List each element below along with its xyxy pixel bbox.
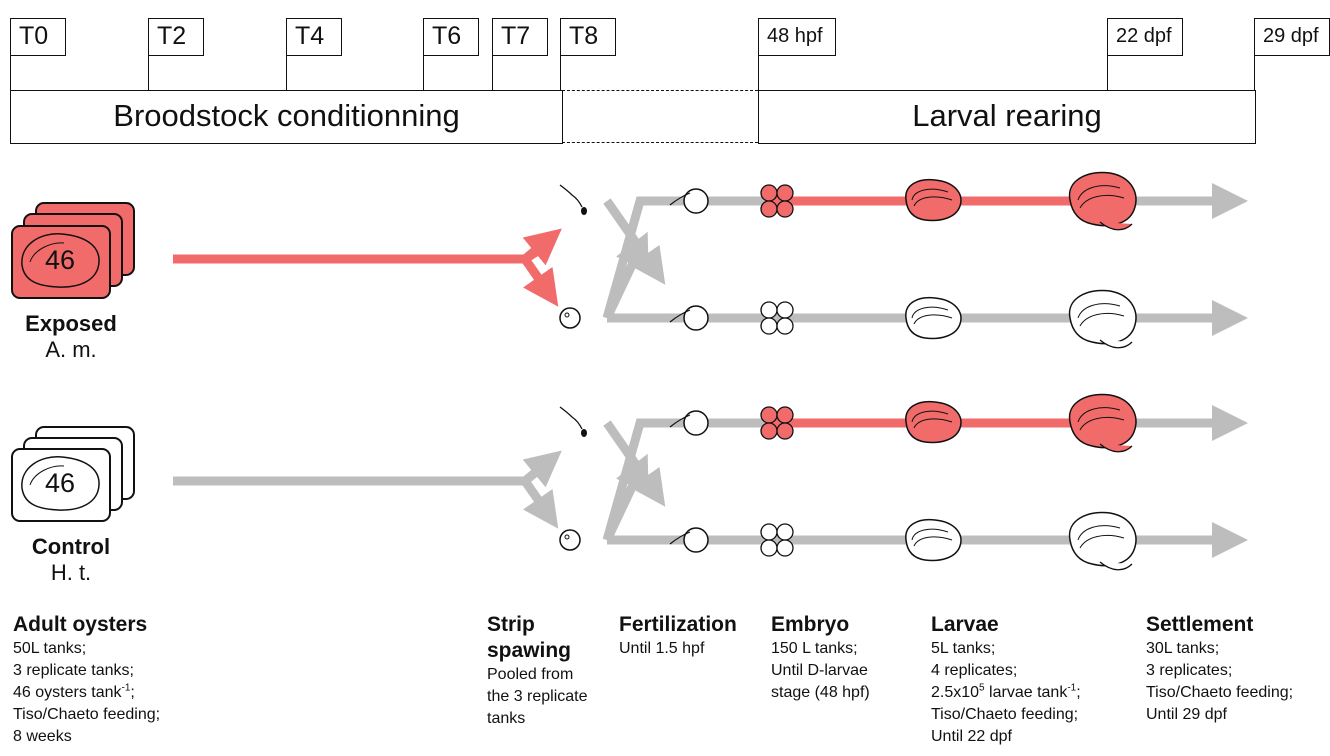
fertilized-egg-icon [669,410,709,436]
tick-29dpf [1254,56,1255,90]
embryo-icon-red [760,406,794,440]
phase-gap-bottom [562,142,758,143]
fertilized-egg-icon [669,188,709,214]
stage-title: Larvae [931,613,999,636]
stage-adult-oysters: Adult oysters 50L tanks; 3 replicate tan… [13,612,253,748]
embryo-icon-red [760,184,794,218]
pediveliger-icon-white [1068,289,1137,349]
tick-t7 [492,56,493,90]
stage-title: Settlement [1146,613,1254,636]
stage-title: Adult oysters [13,613,148,636]
phase-broodstock: Broodstock conditionning [10,90,563,144]
control-group-label: Control H. t. [0,534,142,586]
stage-embryo: Embryo 150 L tanks; Until D-larvae stage… [771,612,921,704]
control-tank-count: 46 [45,468,76,498]
stage-settlement: Settlement 30L tanks; 3 replicates; Tiso… [1146,612,1326,726]
exposed-flow-line [173,238,555,264]
timepoint-t6: T6 [423,18,479,56]
control-label: Control [31,534,111,559]
egg-icon [559,307,581,329]
larva-icon-white [905,518,962,562]
stage-line: Until 29 dpf [1146,706,1227,723]
stage-line: 8 weeks [13,728,72,745]
exposed-species: A. m. [45,337,97,362]
stage-title: Fertilization [619,613,737,636]
exposed-tanks-icon [11,202,135,299]
timepoint-t2: T2 [148,18,204,56]
embryo-icon-white [760,523,794,557]
flow-diagram [11,171,1248,571]
embryo-icon-white [760,301,794,335]
larva-icon-red [905,178,962,222]
timepoint-t0: T0 [10,18,66,56]
stage-line: 46 oysters tank-1; [13,682,135,701]
larva-icon-red [905,400,962,444]
stage-line: Tiso/Chaeto feeding; [931,706,1079,723]
tick-48hpf [758,56,759,90]
exposed-group-label: Exposed A. m. [0,311,142,363]
stage-fertilization: Fertilization Until 1.5 hpf [619,612,759,660]
stage-line: Until 22 dpf [931,728,1012,745]
stage-line: Pooled from [487,666,574,683]
control-tanks-icon [11,426,135,522]
pediveliger-icon-white [1068,511,1137,571]
stage-line: 3 replicates; [1146,662,1233,679]
stage-line: 30L tanks; [1146,640,1220,657]
larva-icon-white [905,296,962,340]
timepoint-t7: T7 [492,18,548,56]
timepoint-t4: T4 [286,18,342,56]
fertilized-egg-icon [669,527,709,553]
stage-strip-spawning: Strip spawing Pooled from the 3 replicat… [487,612,617,730]
phase-larval-rearing: Larval rearing [758,90,1256,144]
stage-line: 150 L tanks; [771,640,858,657]
stage-line: 50L tanks; [13,640,87,657]
phase-gap-top [562,90,758,91]
pediveliger-icon-red [1068,171,1137,231]
tick-t2 [148,56,149,90]
stage-line: 4 replicates; [931,662,1018,679]
sperm-icon [559,406,587,437]
stage-title: Strip [487,613,535,636]
stage-title: spawing [487,639,572,662]
egg-icon [559,529,581,551]
sperm-icon [559,184,587,215]
exposed-label: Exposed [25,311,117,336]
stage-line: the 3 replicate [487,688,588,705]
stage-line: Tiso/Chaeto feeding; [1146,684,1294,701]
stage-larvae: Larvae 5L tanks; 4 replicates; 2.5x105 l… [931,612,1136,748]
stage-line: Until D-larvae [771,662,868,679]
tick-t6 [423,56,424,90]
pediveliger-icon-red [1068,393,1137,453]
fertilized-egg-icon [669,305,709,331]
tick-22dpf [1107,56,1108,90]
timepoint-t8: T8 [560,18,616,56]
stage-line: stage (48 hpf) [771,684,870,701]
stage-line: Tiso/Chaeto feeding; [13,706,161,723]
stage-title: Embryo [771,613,850,636]
timepoint-29dpf: 29 dpf [1254,18,1330,56]
timepoint-48hpf: 48 hpf [758,18,836,56]
stage-line: 5L tanks; [931,640,996,657]
exposed-tank-count: 46 [45,245,76,275]
stage-line: 2.5x105 larvae tank-1; [931,682,1081,701]
stage-line: 3 replicate tanks; [13,662,134,679]
control-species: H. t. [50,560,92,585]
timepoint-22dpf: 22 dpf [1107,18,1183,56]
tick-t8 [560,56,561,90]
stage-line: tanks [487,710,526,727]
tick-t4 [286,56,287,90]
tick-t0 [10,56,11,90]
stage-line: Until 1.5 hpf [619,640,705,657]
